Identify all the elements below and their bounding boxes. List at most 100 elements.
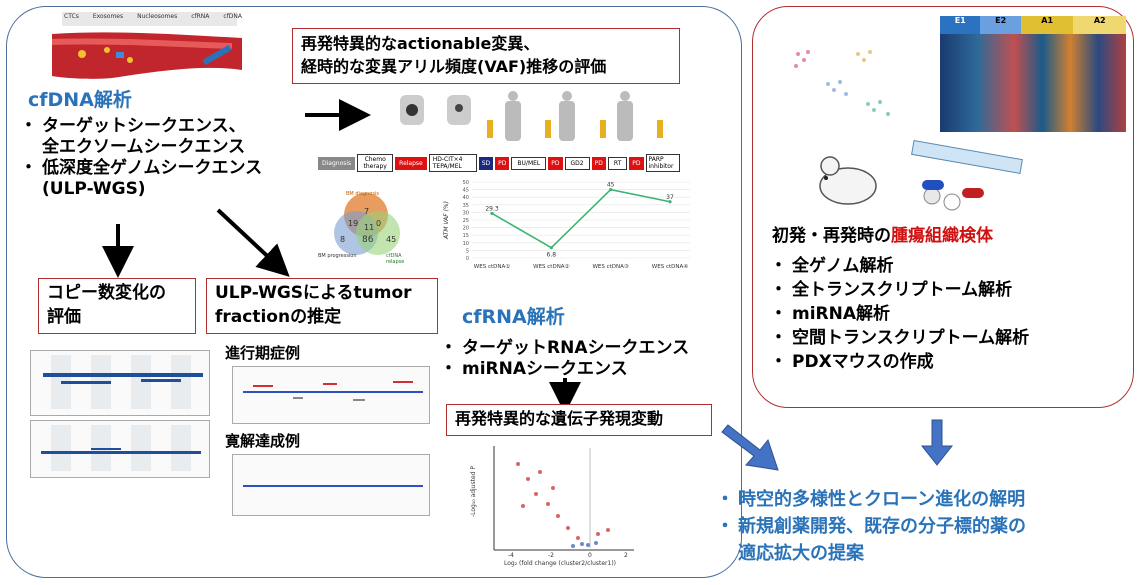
venn-number: 8 xyxy=(340,235,346,244)
venn-label: BM progression xyxy=(318,253,357,259)
cfrna-title: cfRNA解析 xyxy=(462,306,565,328)
x-tick-label: WES ctDNA④ xyxy=(652,264,688,270)
vaf-data-label: 37 xyxy=(666,194,674,201)
gene-expression-box: 再発特異的な遺伝子発現変動 xyxy=(446,404,712,436)
vaf-point xyxy=(609,188,613,192)
ulp-line: ULP-WGSによるtumor xyxy=(215,283,412,303)
stage: PD xyxy=(495,156,510,170)
stage: HD-CIT×4 TEPA/MEL xyxy=(428,154,477,172)
heatmap-col: E2 xyxy=(980,16,1021,34)
umap-scatter xyxy=(778,24,914,134)
treatment-timeline: Diagnosis Chemo therapy Relapse HD-CIT×4… xyxy=(318,152,698,174)
volcano-xtick: -2 xyxy=(548,552,554,559)
remission-case-label: 寛解達成例 xyxy=(225,432,301,450)
x-tick-label: WES ctDNA③ xyxy=(592,264,628,270)
y-tick-label: 45 xyxy=(463,188,469,194)
venn-number: 45 xyxy=(386,235,397,244)
venn-number: 0 xyxy=(376,219,382,228)
cfdna-list: ・ターゲットシークエンス、 全エクソームシークエンス ・低深度全ゲノムシークエン… xyxy=(20,116,263,199)
ulp-line: fractionの推定 xyxy=(215,307,342,327)
tissue-title-highlight: 腫瘍組織検体 xyxy=(891,226,993,246)
vessel-label: CTCs xyxy=(64,13,79,20)
vaf-line: 経時的な変異アリル頻度(VAF)推移の評価 xyxy=(301,57,607,76)
volcano-xtick: 0 xyxy=(588,552,592,559)
y-tick-label: 35 xyxy=(463,203,469,209)
tissue-list: ・全ゲノム解析 ・全トランスクリプトーム解析 ・miRNA解析 ・空間トランスク… xyxy=(770,256,1030,372)
y-tick-label: 15 xyxy=(463,233,469,239)
tissue-item: 空間トランスクリプトーム解析 xyxy=(792,328,1030,348)
conclusion-item: 新規創薬開発、既存の分子標的薬の xyxy=(738,516,1026,537)
heatmap-col: A2 xyxy=(1073,16,1126,34)
y-tick-label: 0 xyxy=(466,256,469,262)
tissue-panel xyxy=(752,6,1134,408)
tissue-item: 全ゲノム解析 xyxy=(792,256,894,276)
vaf-evaluation-box: 再発特異的なactionable変異、 経時的な変異アリル頻度(VAF)推移の評… xyxy=(292,28,680,84)
y-tick-label: 20 xyxy=(463,226,469,232)
tumor-fraction-plot-remission xyxy=(232,454,430,516)
x-tick-label: WES ctDNA① xyxy=(474,264,510,270)
volcano-xlabel: Log₂ (fold change (cluster2/cluster1)) xyxy=(504,560,617,567)
stage: SD xyxy=(478,156,494,170)
y-tick-label: 5 xyxy=(466,248,469,254)
stage: PARP inhibitor xyxy=(645,154,680,172)
expression-heatmap: E1 E2 A1 A2 xyxy=(940,16,1126,132)
tissue-item: PDXマウスの作成 xyxy=(792,352,934,372)
copy-line: コピー数変化の xyxy=(47,283,166,303)
copy-number-plot xyxy=(30,350,210,416)
heatmap-col: A1 xyxy=(1020,16,1074,34)
vaf-data-label: 29.3 xyxy=(485,205,499,212)
y-tick-label: 50 xyxy=(463,180,469,186)
stage: BU/MEL xyxy=(511,156,547,170)
vessel-label: cfRNA xyxy=(191,13,210,20)
copy-line: 評価 xyxy=(47,307,81,327)
tumor-fraction-plot-progressive xyxy=(232,366,430,424)
stage: PD xyxy=(591,156,606,170)
stage: Relapse xyxy=(395,156,427,170)
venn-diagram: BM diagnosis BM progression cfDNA relaps… xyxy=(318,185,418,265)
y-axis-label: ATM VAF (%) xyxy=(443,201,450,240)
cfrna-item: ターゲットRNAシークエンス xyxy=(462,338,690,358)
ulp-wgs-box: ULP-WGSによるtumor fractionの推定 xyxy=(206,278,438,334)
cfdna-item: (ULP-WGS) xyxy=(42,179,146,199)
y-tick-label: 30 xyxy=(463,210,469,216)
venn-label: cfDNA relapse xyxy=(386,253,405,265)
vessel-label: Exosomes xyxy=(92,13,124,20)
vaf-data-label: 6.8 xyxy=(547,252,557,259)
conclusion-item: 時空的多様性とクローン進化の解明 xyxy=(738,489,1026,510)
volcano-xtick: 2 xyxy=(624,552,628,559)
blood-vessel-illustration: CTCs Exosomes Nucleosomes cfRNA cfDNA xyxy=(51,12,243,82)
stage: PD xyxy=(548,156,563,170)
stage: Chemo therapy xyxy=(357,154,394,172)
mouse-syringe-illustration xyxy=(812,139,1032,220)
venn-label: BM diagnosis xyxy=(346,191,379,197)
progressive-case-label: 進行期症例 xyxy=(225,344,301,362)
venn-number: 11 xyxy=(364,223,375,232)
diagonal-arrow xyxy=(721,424,779,471)
tissue-title: 初発・再発時の腫瘍組織検体 xyxy=(772,226,993,247)
flow-arrows xyxy=(102,99,581,414)
tissue-item: 全トランスクリプトーム解析 xyxy=(792,280,1013,300)
volcano-plot: -Log₁₀ adjusted P Log₂ (fold change (clu… xyxy=(470,444,638,574)
heatmap-col: E1 xyxy=(940,16,981,34)
cfdna-item: 全エクソームシークエンス xyxy=(42,137,246,157)
pet-scan-strip xyxy=(395,90,675,146)
venn-number: 19 xyxy=(348,219,359,228)
vaf-line: 再発特異的なactionable変異、 xyxy=(301,34,540,53)
y-tick-label: 25 xyxy=(463,218,469,224)
vaf-point xyxy=(668,200,672,204)
stage: GD2 xyxy=(564,156,590,170)
cfdna-panel xyxy=(6,6,742,578)
venn-number: 7 xyxy=(364,207,370,216)
cfdna-item: 低深度全ゲノムシークエンス xyxy=(42,158,263,178)
vessel-label: cfDNA xyxy=(223,13,243,20)
copy-number-box: コピー数変化の 評価 xyxy=(38,278,196,334)
vessel-label: Nucleosomes xyxy=(137,13,178,20)
cfrna-list: ・ターゲットRNAシークエンス ・miRNAシークエンス xyxy=(440,338,690,379)
cfrna-item: miRNAシークエンス xyxy=(462,359,628,379)
copy-number-plot xyxy=(30,420,210,478)
stage: PD xyxy=(629,156,644,170)
vaf-series-line xyxy=(491,188,671,249)
tissue-item: miRNA解析 xyxy=(792,304,891,324)
